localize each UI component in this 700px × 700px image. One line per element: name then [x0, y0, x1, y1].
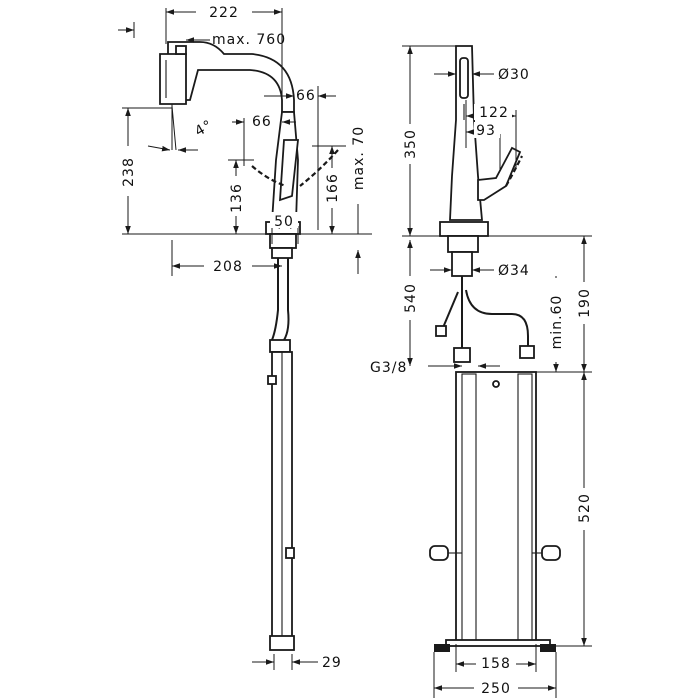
front-base [439, 221, 489, 237]
dim-540-label: 540 [403, 283, 419, 313]
dim-122-label: 122 [479, 105, 509, 121]
dim-label-bg [400, 276, 420, 320]
dim-label-bg [574, 282, 594, 324]
front-hose-clip [435, 325, 447, 337]
dim-label-bg [196, 2, 252, 20]
dim-label-bg [546, 278, 566, 362]
front-valve-right [519, 345, 535, 359]
dim-190-label: 190 [577, 288, 593, 318]
side-hose-1 [271, 258, 279, 341]
side-hose-2 [283, 258, 290, 341]
front-foot-right [540, 644, 556, 652]
dim-label-bg [476, 654, 516, 670]
front-clamp-left [429, 545, 462, 561]
dim-350-label: 350 [403, 129, 419, 159]
front-foot-left [434, 644, 450, 652]
front-clamp-right [532, 545, 561, 561]
dim-thread-label: G3/8 [370, 360, 407, 376]
dim-158-label: 158 [481, 656, 511, 672]
dim-166-label: 166 [325, 173, 341, 203]
dim-dia30-label: Ø30 [498, 67, 530, 83]
dim-max70-label: max. 70 [351, 126, 367, 190]
front-hose-2 [465, 289, 529, 352]
side-lever [279, 139, 300, 202]
side-spray-head [159, 53, 187, 105]
dim-min60-label: min.60 [549, 295, 565, 350]
dim-66-top-label: 66 [296, 88, 316, 104]
front-bracket [455, 371, 537, 645]
front-shank [447, 235, 479, 253]
side-clip-1 [267, 375, 277, 385]
dim-label-bg [226, 176, 244, 216]
dim-max760-label: max. 760 [212, 32, 286, 48]
dim-label-bg [474, 678, 518, 696]
front-shank-lower [451, 251, 473, 277]
dim-label-bg [400, 124, 420, 164]
dim-136-label: 136 [229, 183, 245, 213]
dim-208-label: 208 [213, 259, 243, 275]
side-shank [269, 233, 297, 249]
dim-520-label: 520 [577, 493, 593, 523]
dim-label-bg [204, 256, 252, 274]
lever-arc-left [251, 165, 287, 188]
side-clip-2 [285, 547, 295, 559]
dim-label-bg [574, 488, 594, 530]
front-valve-left [453, 347, 471, 363]
side-spout [167, 41, 295, 113]
dim-angle-label: 4° [192, 117, 216, 140]
dim-dia34-label: Ø34 [498, 263, 530, 279]
dim-label-bg [322, 168, 340, 208]
front-view: 350 Ø30 122 93 Ø34 540 G3/8 190 [370, 45, 594, 698]
dim-label-bg [270, 212, 298, 228]
front-base-plate [445, 639, 551, 647]
side-connector [269, 339, 291, 353]
dim-label-bg [348, 112, 368, 204]
dim-29-label: 29 [322, 655, 342, 671]
side-view: 222 max. 760 66 66 238 4° 136 [114, 2, 372, 671]
front-lever [477, 146, 522, 201]
side-nut [271, 247, 293, 259]
front-nozzle-slot [459, 57, 469, 99]
spray-nozzle [175, 45, 187, 55]
dim-238-label: 238 [121, 157, 137, 187]
dim-250-label: 250 [481, 681, 511, 697]
side-foot [269, 635, 295, 651]
dim-line [171, 105, 177, 151]
dim-66-mid-label: 66 [252, 114, 272, 130]
dim-label-bg [474, 122, 500, 138]
dim-93-label: 93 [476, 123, 496, 139]
dim-arrow [147, 145, 171, 152]
dim-label-bg [114, 146, 132, 196]
dim-label-bg [474, 104, 512, 120]
front-hose-3 [441, 291, 459, 331]
front-bracket-hole [492, 380, 500, 388]
dim-50-label: 50 [274, 214, 294, 230]
lever-arc-right [299, 149, 339, 187]
front-lever-arc [505, 155, 523, 187]
dim-222-label: 222 [209, 5, 239, 21]
